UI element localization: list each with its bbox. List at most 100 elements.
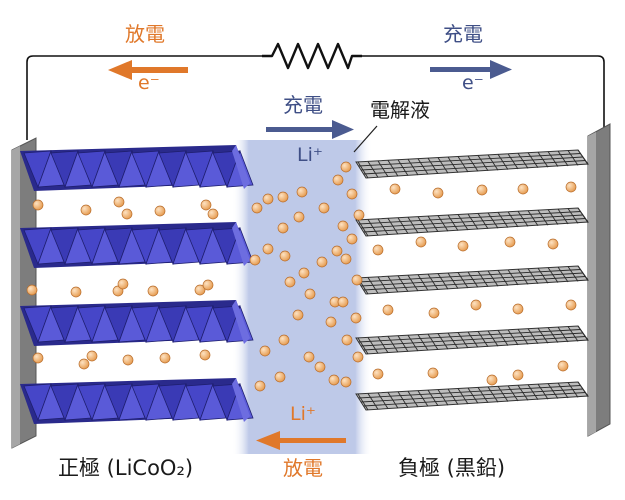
li-ion xyxy=(504,236,516,248)
anode-label: 負極 (黒鉛) xyxy=(398,456,506,480)
li-ion xyxy=(154,205,166,217)
cathode-plate-face xyxy=(12,146,20,448)
li-ion xyxy=(337,296,349,308)
li-ion xyxy=(346,188,358,200)
li-ion xyxy=(32,352,44,364)
li-ion xyxy=(486,374,498,386)
li-ion xyxy=(199,349,211,361)
li-ion xyxy=(428,307,440,319)
li-ion xyxy=(113,196,125,208)
li-ion xyxy=(432,187,444,199)
li-ion xyxy=(194,284,206,296)
li-ion xyxy=(476,184,488,196)
li-ion xyxy=(296,186,308,198)
li-ion xyxy=(249,254,261,266)
resistor-icon xyxy=(262,42,362,70)
li-ion xyxy=(340,161,352,173)
li-ion xyxy=(32,199,44,211)
li-ion xyxy=(314,361,326,373)
arrow-right-icon xyxy=(430,60,512,79)
li-ion xyxy=(565,181,577,193)
li-ion xyxy=(26,284,38,296)
cathode-layer xyxy=(20,378,254,424)
graphite-layer xyxy=(355,149,589,179)
li-ion xyxy=(259,345,271,357)
li-ion xyxy=(279,250,291,262)
li-ion xyxy=(262,243,274,255)
circuit-wire xyxy=(26,55,605,140)
anode-plate-face xyxy=(588,132,596,436)
cathode-label: 正極 (LiCoO₂) xyxy=(58,456,194,480)
li-ion xyxy=(415,236,427,248)
li-ion xyxy=(303,351,315,363)
li-ion xyxy=(251,202,263,214)
li-ion xyxy=(382,304,394,316)
li-ion xyxy=(353,209,365,221)
li-ion xyxy=(325,316,337,328)
li-ion xyxy=(346,233,358,245)
li-ion xyxy=(350,312,362,324)
cathode-layers xyxy=(20,145,254,424)
discharge-bottom-label: 放電 xyxy=(283,456,323,480)
graphite-layer xyxy=(355,207,589,237)
electrolyte-label: 電解液 xyxy=(370,98,430,122)
cathode-layer xyxy=(20,145,254,191)
li-ion xyxy=(121,208,133,220)
li-ion xyxy=(284,276,296,288)
graphite-layer xyxy=(355,381,589,411)
li-ion xyxy=(517,183,529,195)
li-ion xyxy=(293,211,305,223)
li-ion xyxy=(512,303,524,315)
li-ion xyxy=(565,299,577,311)
graphite-layer xyxy=(355,265,589,295)
li-ion xyxy=(86,350,98,362)
li-ion xyxy=(337,220,349,232)
electrolyte-pointer xyxy=(353,125,378,153)
li-ion xyxy=(117,278,129,290)
graphite-layer xyxy=(355,325,589,355)
li-ion xyxy=(389,183,401,195)
li-ion-bottom-label: Li⁺ xyxy=(290,403,316,425)
discharge-top-label: 放電 xyxy=(125,22,165,46)
electron-left-label: e⁻ xyxy=(138,72,160,94)
li-ion xyxy=(304,288,316,300)
li-ion xyxy=(331,245,343,257)
li-ion xyxy=(277,191,289,203)
anode-layers xyxy=(355,149,589,411)
li-ion xyxy=(292,309,304,321)
li-ion xyxy=(147,285,159,297)
lithium-ions xyxy=(26,161,577,392)
li-ion xyxy=(512,369,524,381)
cathode-layer xyxy=(20,300,254,346)
li-ion xyxy=(351,274,363,286)
electron-right-label: e⁻ xyxy=(462,72,484,94)
arrow-right-icon xyxy=(266,120,354,139)
li-ion xyxy=(254,380,266,392)
li-ion xyxy=(298,267,310,279)
li-ion xyxy=(372,368,384,380)
li-ion xyxy=(457,240,469,252)
li-ion xyxy=(340,253,352,265)
li-ion xyxy=(341,334,353,346)
li-ion xyxy=(557,360,569,372)
li-ion xyxy=(352,351,364,363)
li-ion xyxy=(159,352,171,364)
li-ion xyxy=(470,299,482,311)
li-ion xyxy=(372,244,384,256)
li-ion xyxy=(547,238,559,250)
arrow-left-icon xyxy=(256,431,346,450)
li-ion xyxy=(277,222,289,234)
arrow-left-icon xyxy=(108,60,188,80)
li-ion xyxy=(278,334,290,346)
li-ion-top-label: Li⁺ xyxy=(297,144,323,166)
li-ion xyxy=(316,256,328,268)
li-ion xyxy=(262,193,274,205)
li-ion xyxy=(340,376,352,388)
li-ion xyxy=(318,202,330,214)
li-ion xyxy=(70,286,82,298)
li-ion xyxy=(200,199,212,211)
charge-top-label: 充電 xyxy=(443,22,483,46)
li-ion xyxy=(207,208,219,220)
charge-mid-label: 充電 xyxy=(283,93,323,117)
